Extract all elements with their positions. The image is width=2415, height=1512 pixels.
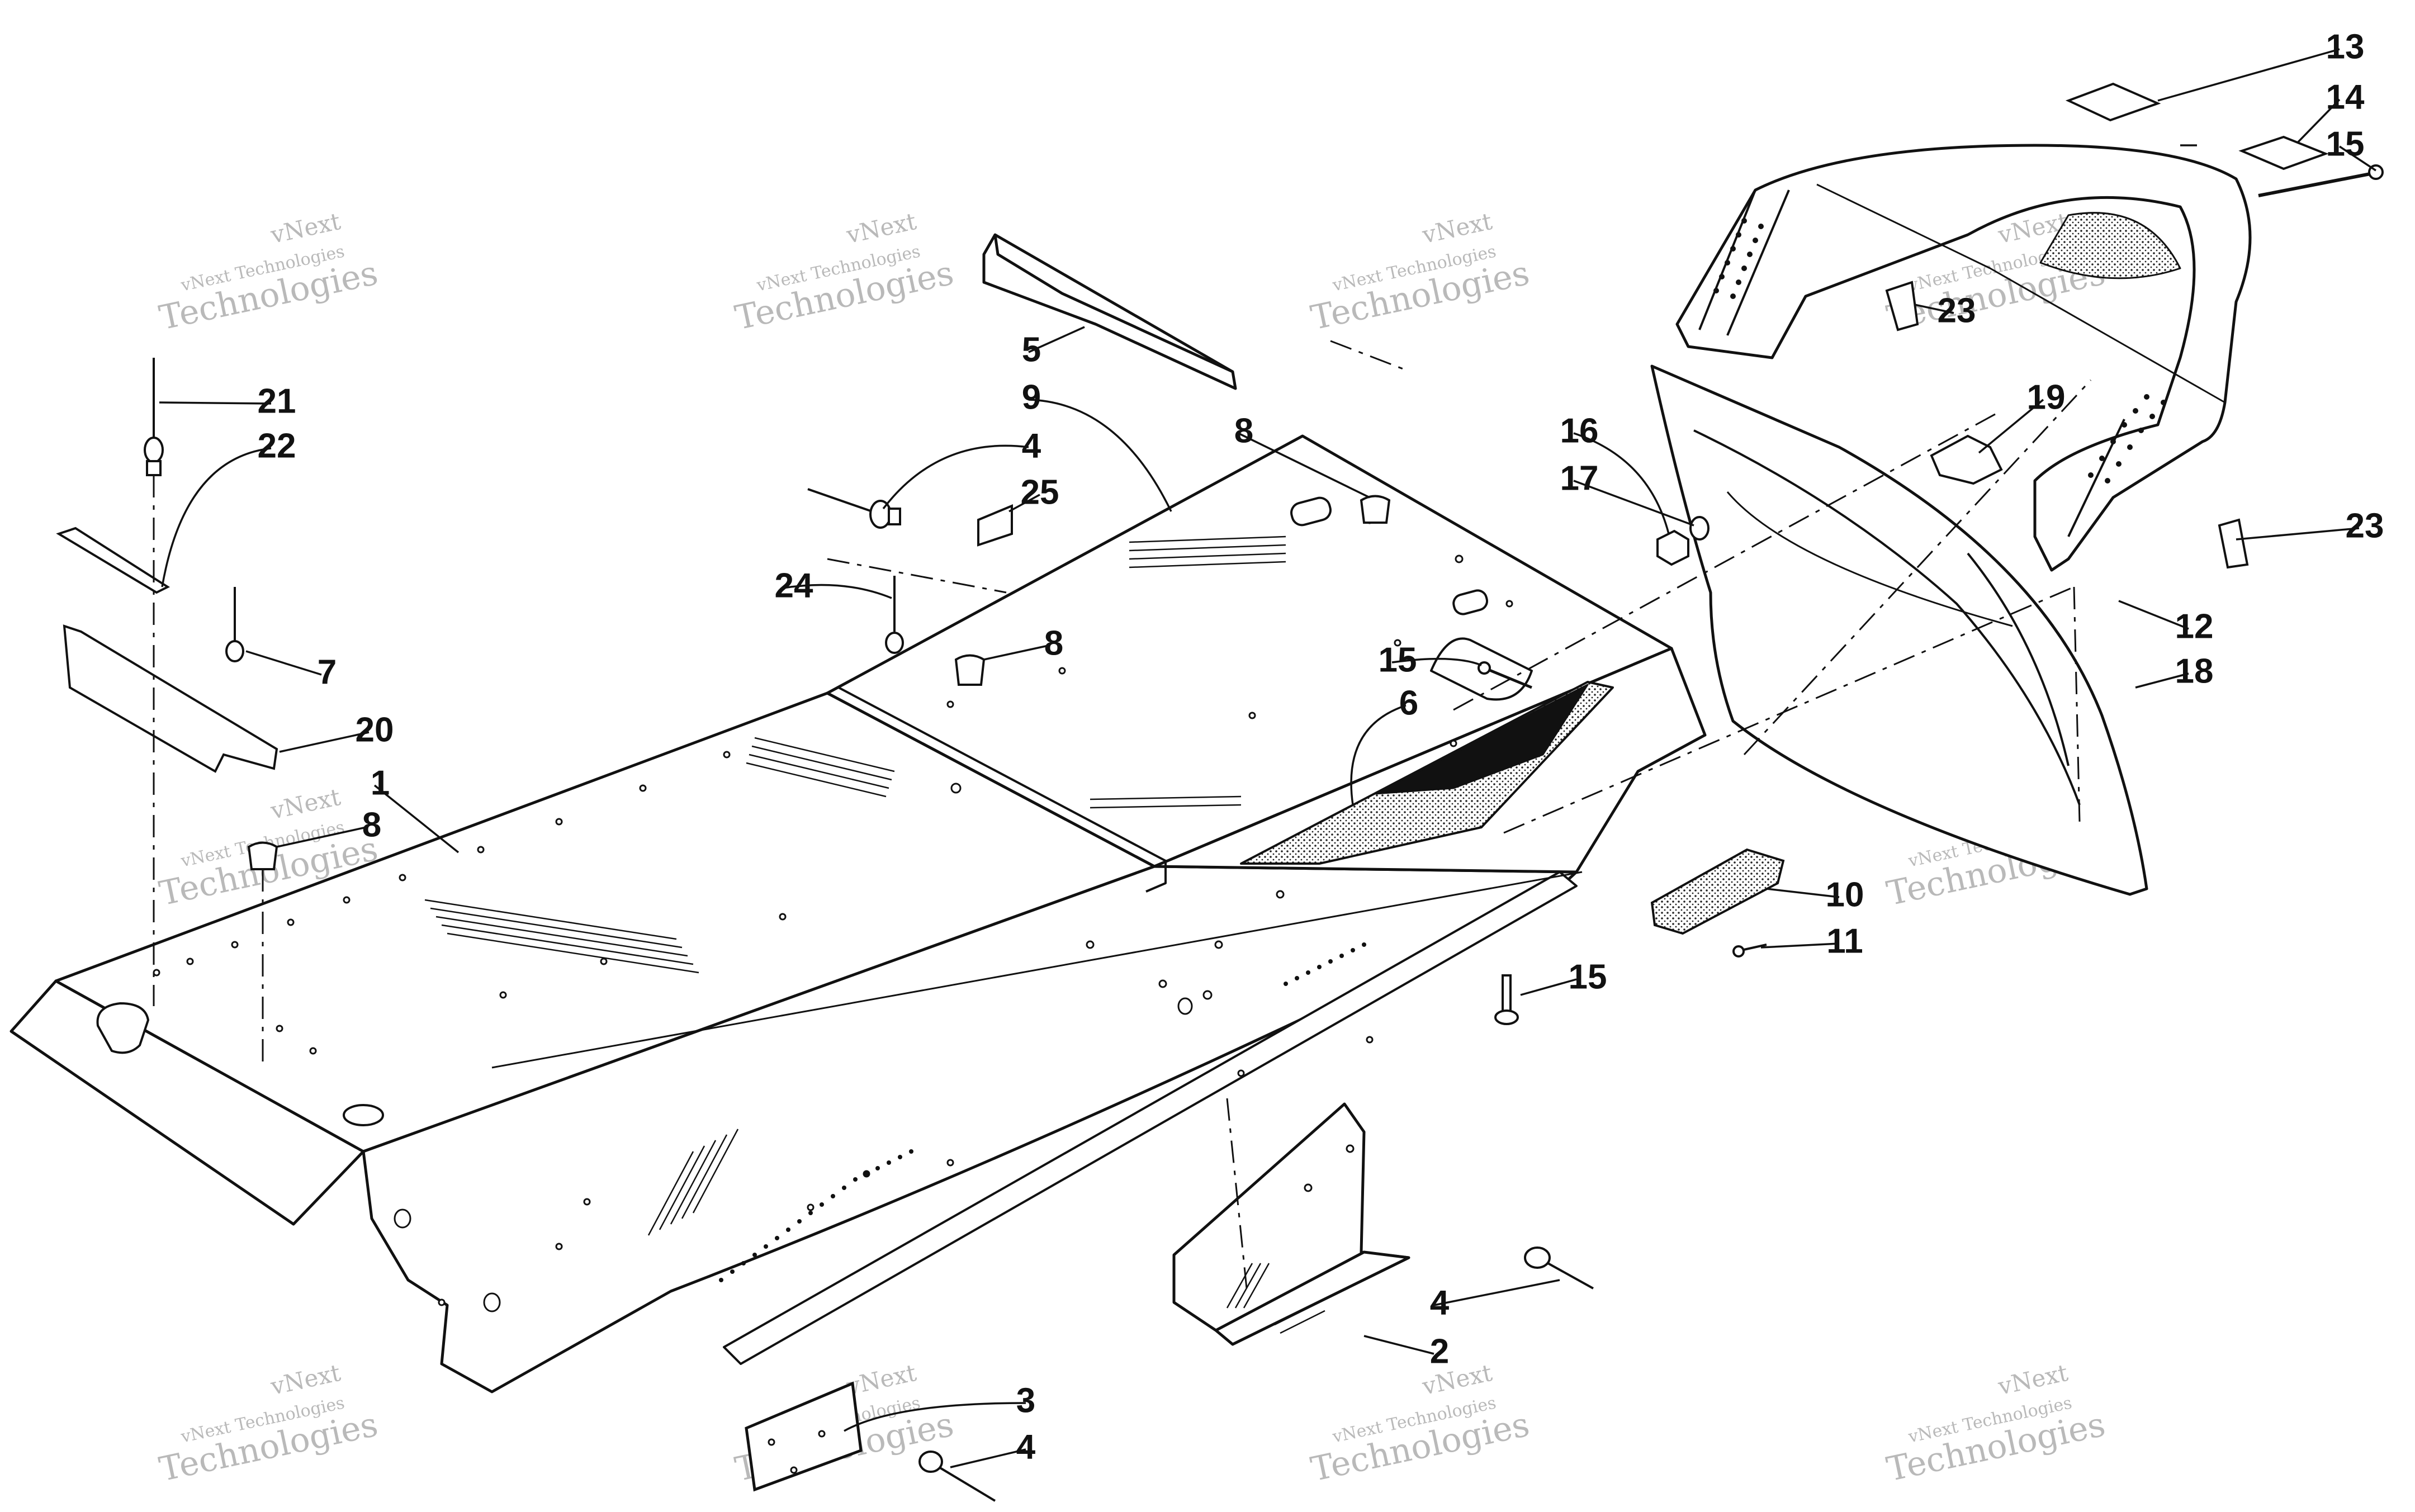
bracket-part-20: [63, 624, 278, 773]
clip-part-23-b: [2218, 518, 2249, 569]
callout-c15b: 15: [1379, 641, 1417, 679]
callout-c1: 1: [371, 764, 390, 802]
reference-lines: [153, 340, 2092, 1289]
bolt-part-15-c: [1494, 974, 1519, 1025]
callout-c17: 17: [1560, 459, 1599, 497]
watermark-text-line1: vNext: [268, 207, 343, 249]
bolt-part-15-b: [1478, 661, 1532, 689]
callout-c12: 12: [2175, 607, 2214, 646]
callout-c7: 7: [318, 653, 337, 691]
callout-c8b: 8: [1044, 624, 1063, 662]
watermark-text-line1: vNext: [1419, 207, 1494, 249]
callout-c8c: 8: [362, 805, 381, 844]
plate-part-3: [745, 1381, 863, 1492]
strip-part-5: [982, 233, 1237, 390]
rivet-part-4-a: [807, 488, 901, 529]
rivet-part-21: [144, 358, 164, 476]
callout-c23b: 23: [2346, 506, 2384, 545]
watermark-text-line1: vNext: [268, 1359, 343, 1400]
callout-c15c: 15: [1569, 958, 1607, 996]
clip-part-23-a: [1885, 281, 1919, 331]
callout-c15a: 15: [2326, 125, 2365, 163]
callout-c11: 11: [1826, 922, 1863, 960]
pin-part-24-b: [885, 576, 904, 654]
decal-part-14: [2238, 135, 2329, 170]
strap-part-22: [56, 527, 171, 594]
plug-part-8-c: [247, 841, 278, 870]
callout-c21: 21: [258, 382, 296, 420]
rivet-part-7: [225, 587, 244, 662]
callout-c18: 18: [2175, 652, 2214, 690]
rivet-part-4-c: [918, 1451, 996, 1502]
callout-labels: 1234445678889101112131415151516171819202…: [258, 27, 2384, 1466]
callout-c23a: 23: [1938, 291, 1976, 330]
plug-part-8-b: [954, 654, 986, 686]
callout-c2: 2: [1430, 1332, 1449, 1371]
hardware-parts: [56, 82, 2384, 1502]
callout-c8a: 8: [1234, 411, 1253, 450]
screw-part-11: [1732, 944, 1767, 958]
rivet-part-4-b: [1524, 1246, 1594, 1290]
nut-part-16: [1656, 529, 1689, 566]
bracket-part-2: [1172, 1102, 1410, 1346]
callout-c4a: 4: [1022, 426, 1041, 465]
screw-part-15-a: [2258, 164, 2384, 197]
callout-c5: 5: [1022, 330, 1041, 369]
watermark-text-line1: vNext: [1995, 1359, 2070, 1400]
watermark-text-line1: vNext: [844, 207, 918, 249]
callout-c16: 16: [1560, 411, 1599, 450]
plug-part-8-a: [1360, 495, 1391, 524]
callout-c14: 14: [2326, 78, 2365, 116]
callout-c9: 9: [1022, 378, 1041, 416]
watermark-text-line1: vNext: [268, 783, 343, 824]
callout-c3: 3: [1016, 1381, 1035, 1420]
callout-c4c: 4: [1016, 1428, 1036, 1466]
callout-c19: 19: [2027, 378, 2066, 416]
grab-bar-part-12: [1675, 144, 2252, 572]
bumper-part-18: [1650, 364, 2148, 896]
callout-c24: 24: [775, 566, 813, 605]
callout-c13: 13: [2326, 27, 2365, 66]
callout-c4b: 4: [1430, 1283, 1450, 1322]
callout-c22: 22: [258, 426, 296, 465]
washer-part-17: [1689, 516, 1710, 541]
callout-c20: 20: [356, 710, 394, 749]
decal-part-13: [2065, 82, 2161, 122]
callout-c6: 6: [1399, 684, 1418, 722]
tunnel-part-1: [10, 434, 1707, 1393]
callout-c25: 25: [1021, 473, 1059, 511]
leader-lines: [159, 48, 2376, 1468]
pad-part-10: [1650, 848, 1785, 935]
label-part-25: [977, 504, 1013, 547]
callout-c10: 10: [1826, 875, 1864, 914]
